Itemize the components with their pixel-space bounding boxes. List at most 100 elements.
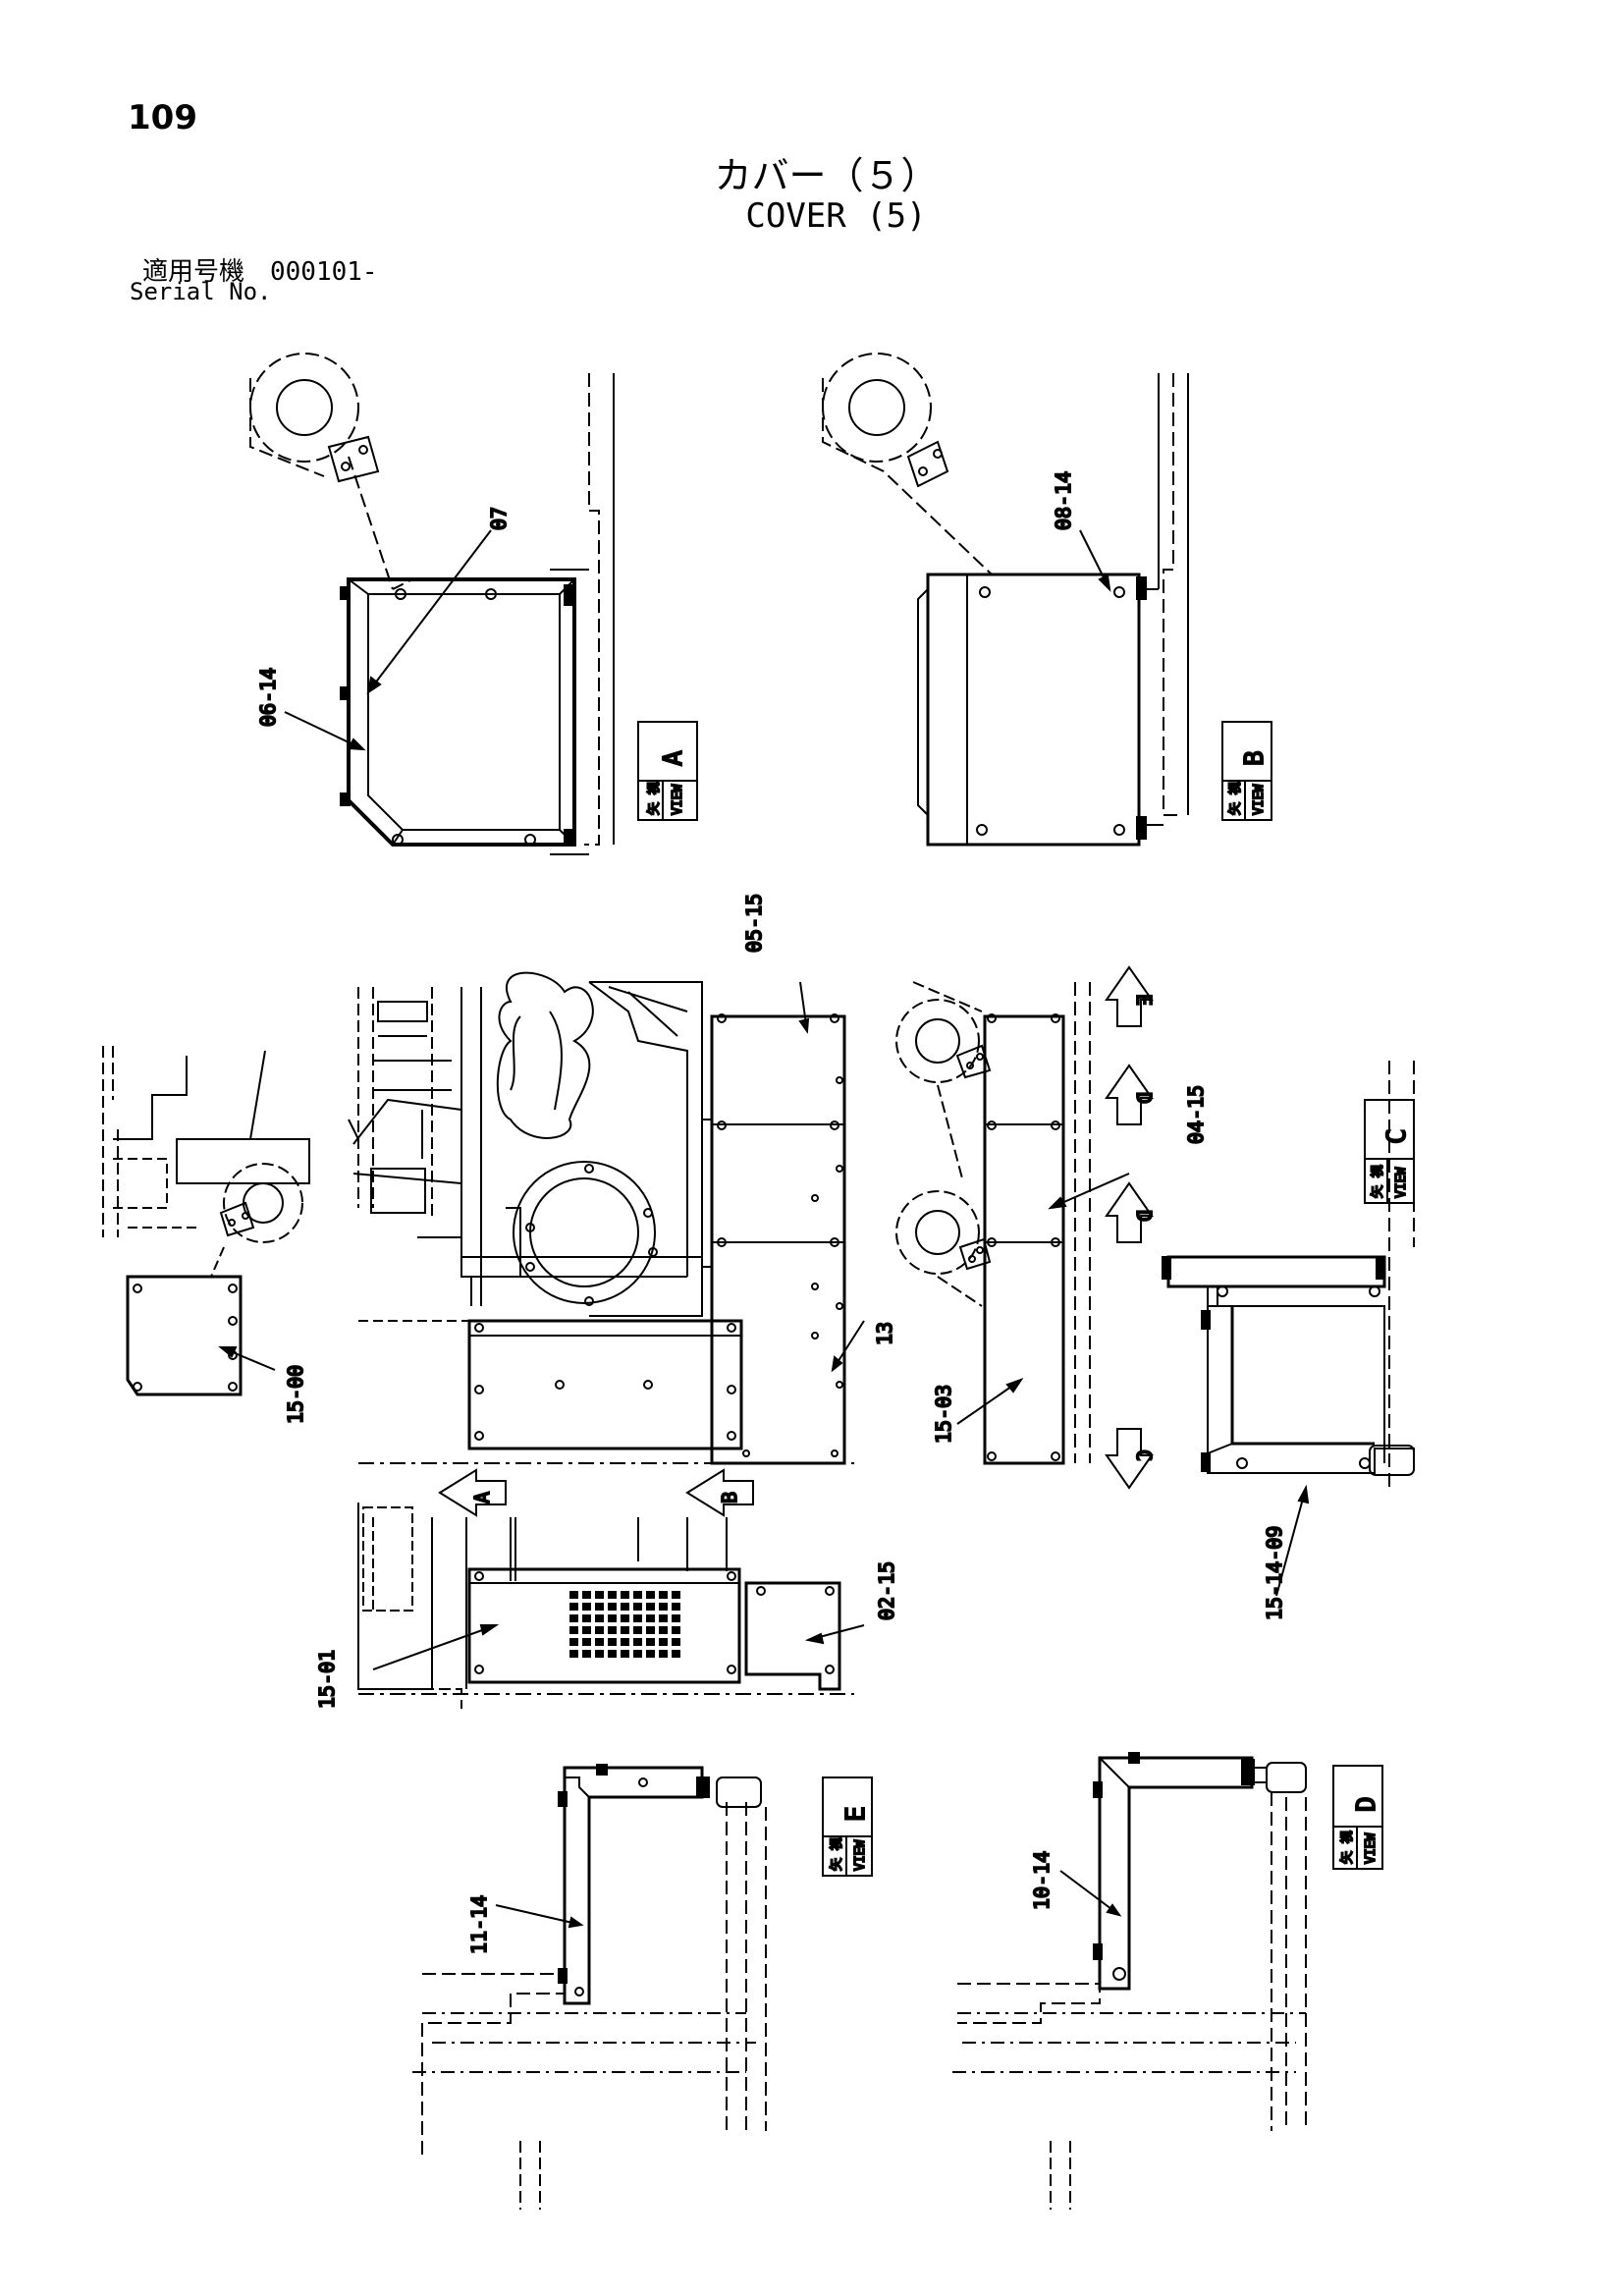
vent-slot <box>672 1603 680 1611</box>
vent-slot <box>582 1638 591 1646</box>
vent-slot <box>595 1603 604 1611</box>
vent-slot <box>621 1614 629 1622</box>
vent-slot <box>621 1626 629 1634</box>
vent-slot <box>608 1591 617 1599</box>
vent-slot <box>659 1650 668 1658</box>
vent-slot <box>595 1614 604 1622</box>
vent-slot <box>659 1603 668 1611</box>
center-top-view <box>348 971 865 1465</box>
view-a-word: VIEW <box>671 785 685 815</box>
view-e-drawing <box>412 1764 767 2210</box>
view-c-kanji: 矢 視 <box>1371 1165 1385 1198</box>
view-d-drawing <box>952 1752 1307 2210</box>
vent-grille <box>569 1591 680 1658</box>
callout-13: 13 <box>873 1322 896 1345</box>
callout-15-03: 15-03 <box>932 1385 955 1444</box>
vent-slot <box>646 1650 655 1658</box>
view-e-kanji: 矢 視 <box>830 1837 844 1871</box>
vent-slot <box>633 1591 642 1599</box>
callout-02-15: 02-15 <box>875 1561 898 1620</box>
callout-04-15: 04-15 <box>1184 1085 1208 1144</box>
vent-slot <box>659 1638 668 1646</box>
view-a-label-box <box>637 721 698 821</box>
arrow-e-letter: E <box>1132 994 1156 1006</box>
view-c-drawing <box>1162 1061 1415 1597</box>
arrow-b-letter: B <box>718 1492 741 1503</box>
vent-slot <box>633 1603 642 1611</box>
vent-slot <box>608 1603 617 1611</box>
side-detail-15-00 <box>102 1046 310 1396</box>
arrow-d-upper-letter: D <box>1132 1092 1156 1104</box>
arrow-c-letter: C <box>1132 1449 1156 1461</box>
vent-slot <box>646 1591 655 1599</box>
vent-slot <box>595 1626 604 1634</box>
page-title-japanese: カバー（５） <box>714 154 939 197</box>
view-d-kanji: 矢 視 <box>1340 1831 1355 1864</box>
view-a-drawing <box>249 353 615 855</box>
vent-slot <box>646 1638 655 1646</box>
arrow-c-marker <box>1105 1428 1154 1490</box>
callout-06-14: 06-14 <box>256 668 280 727</box>
view-a-letter: A <box>659 750 688 766</box>
arrow-e-marker <box>1105 965 1154 1027</box>
vent-slot <box>608 1614 617 1622</box>
callout-08-14: 08-14 <box>1052 471 1075 530</box>
vent-slot <box>595 1638 604 1646</box>
vent-slot <box>646 1614 655 1622</box>
view-e-letter: E <box>841 1806 871 1822</box>
callout-05-15: 05-15 <box>742 894 766 953</box>
vent-slot <box>633 1626 642 1634</box>
vent-slot <box>569 1638 578 1646</box>
vent-slot <box>633 1650 642 1658</box>
vent-slot <box>608 1650 617 1658</box>
vent-slot <box>659 1591 668 1599</box>
callout-15-01: 15-01 <box>315 1650 339 1709</box>
view-d-word: VIEW <box>1364 1833 1379 1864</box>
vent-slot <box>582 1614 591 1622</box>
vent-slot <box>659 1626 668 1634</box>
vent-slot <box>621 1650 629 1658</box>
arrow-a-marker <box>438 1468 507 1517</box>
view-b-label-box <box>1221 721 1272 821</box>
vent-slot <box>659 1614 668 1622</box>
arrow-b-marker <box>685 1468 754 1517</box>
vent-slot <box>672 1591 680 1599</box>
arrow-d-lower-marker <box>1105 1181 1154 1243</box>
page-number: 109 <box>128 98 197 137</box>
vent-slot <box>595 1591 604 1599</box>
vent-slot <box>595 1650 604 1658</box>
arrow-a-letter: A <box>470 1492 494 1503</box>
vent-slot <box>582 1591 591 1599</box>
view-e-word: VIEW <box>853 1840 868 1871</box>
center-lower-view <box>357 1503 865 1709</box>
arrow-d-lower-letter: D <box>1132 1210 1156 1222</box>
callout-15-14-09: 15-14-09 <box>1263 1526 1286 1620</box>
vent-slot <box>569 1650 578 1658</box>
view-d-letter: D <box>1352 1796 1381 1812</box>
serial-label-english: Serial No. <box>130 278 272 305</box>
vent-slot <box>672 1614 680 1622</box>
vent-slot <box>633 1614 642 1622</box>
vent-slot <box>582 1603 591 1611</box>
callout-07: 07 <box>487 507 511 530</box>
view-c-word: VIEW <box>1394 1168 1409 1198</box>
vent-slot <box>646 1626 655 1634</box>
arrow-d-upper-marker <box>1105 1064 1154 1125</box>
vent-slot <box>569 1626 578 1634</box>
vent-slot <box>621 1591 629 1599</box>
vent-slot <box>582 1626 591 1634</box>
vent-slot <box>633 1638 642 1646</box>
view-d-label-box <box>1332 1765 1383 1870</box>
callout-11-14: 11-14 <box>467 1895 491 1954</box>
vent-slot <box>672 1650 680 1658</box>
vent-slot <box>582 1650 591 1658</box>
vent-slot <box>621 1603 629 1611</box>
vent-slot <box>672 1626 680 1634</box>
vent-slot <box>569 1591 578 1599</box>
view-b-letter: B <box>1240 750 1270 766</box>
vent-slot <box>608 1626 617 1634</box>
vent-slot <box>621 1638 629 1646</box>
right-strip-view <box>895 981 1130 1465</box>
vent-slot <box>608 1638 617 1646</box>
